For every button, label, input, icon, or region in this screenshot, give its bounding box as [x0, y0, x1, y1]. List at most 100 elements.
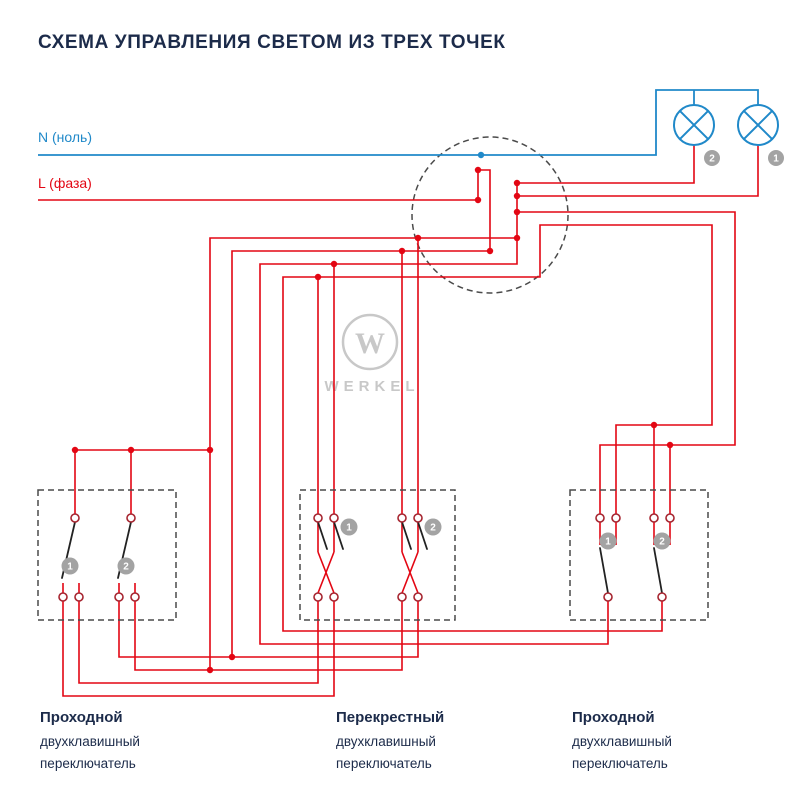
- wire-junction-dot: [650, 421, 658, 429]
- lamp-1-badge: 1: [768, 150, 784, 166]
- badge-circle: [340, 518, 358, 536]
- lamps: 2 1: [673, 104, 784, 166]
- wire-junction-dot: [474, 196, 482, 204]
- caption-title: Перекрестный: [336, 709, 444, 726]
- watermark-brand: WERKEL: [325, 378, 420, 395]
- phase-wiring: [38, 145, 759, 697]
- junction-box-circle: [411, 136, 569, 294]
- badge-circle: [117, 557, 135, 575]
- badge-number: 1: [605, 537, 611, 548]
- switch-2-box: [299, 489, 456, 621]
- wire-junction-dot: [513, 179, 521, 187]
- badge-number: 1: [67, 562, 73, 573]
- badge-number: 1: [773, 154, 779, 165]
- badge-circle: [653, 532, 671, 550]
- terminal: [603, 592, 613, 602]
- wire-junction-dot: [414, 234, 422, 242]
- caption-line: двухклавишный: [572, 734, 672, 749]
- phase-wires: [38, 145, 759, 697]
- badge-number: 2: [123, 562, 129, 573]
- wire-junction-dot: [330, 260, 338, 268]
- page-title: СХЕМА УПРАВЛЕНИЯ СВЕТОМ ИЗ ТРЕХ ТОЧЕК: [38, 32, 506, 53]
- badge-circle: [768, 150, 784, 166]
- switch-3-levers: [599, 547, 663, 594]
- switch-2-badge-1: 1: [340, 518, 358, 536]
- caption-line: двухклавишный: [40, 734, 140, 749]
- terminal: [665, 513, 675, 523]
- terminal: [413, 592, 423, 602]
- terminal: [413, 513, 423, 523]
- wire-junction-dot: [513, 234, 521, 242]
- wire-junction-dot: [666, 441, 674, 449]
- caption-line: двухклавишный: [336, 734, 436, 749]
- terminal: [74, 592, 84, 602]
- caption-line: переключатель: [40, 756, 136, 771]
- switch-2-caption: Перекрестный двухклавишный переключатель: [336, 709, 444, 771]
- badge-number: 1: [346, 523, 352, 534]
- terminal: [313, 513, 323, 523]
- lamp-1-icon: [737, 104, 779, 146]
- wire-junction-dot: [398, 247, 406, 255]
- lamp-cross-icon: [679, 110, 773, 140]
- terminal: [657, 592, 667, 602]
- wire-junction-dot: [71, 446, 79, 454]
- neutral-junction-dot: [477, 151, 485, 159]
- badge-number: 2: [709, 154, 715, 165]
- badge-number: 2: [430, 523, 436, 534]
- badge-circle: [424, 518, 442, 536]
- neutral-wiring: N (ноль): [38, 89, 759, 159]
- switch-3-box: [569, 489, 709, 621]
- badge-circle: [61, 557, 79, 575]
- switch-1-badge-1: 1: [61, 557, 79, 575]
- caption-line: переключатель: [336, 756, 432, 771]
- wire-junction-dot: [486, 247, 494, 255]
- switch-1-box: [37, 489, 177, 621]
- wire-junction-dot: [474, 166, 482, 174]
- terminal: [114, 592, 124, 602]
- terminal: [397, 592, 407, 602]
- switch-3: 1 2: [569, 489, 709, 621]
- switch-1-caption: Проходной двухклавишный переключатель: [40, 709, 140, 771]
- terminal: [329, 513, 339, 523]
- wire-junction-dot: [513, 208, 521, 216]
- switch-3-badge-1: 1: [599, 532, 617, 550]
- neutral-wire: [38, 89, 759, 156]
- badge-circle: [704, 150, 720, 166]
- watermark-logo-circle: [341, 313, 399, 371]
- badge-number: 2: [659, 537, 665, 548]
- wire-junction-dot: [314, 273, 322, 281]
- caption-title: Проходной: [40, 709, 123, 726]
- terminal: [595, 513, 605, 523]
- phase-label: L (фаза): [38, 175, 92, 191]
- switch-2: 1 2: [299, 489, 456, 621]
- switch-1: 1 2: [37, 489, 177, 621]
- connection-dots: [71, 166, 674, 674]
- switch-3-caption: Проходной двухклавишный переключатель: [572, 709, 672, 771]
- caption-title: Проходной: [572, 709, 655, 726]
- wire-junction-dot: [127, 446, 135, 454]
- wire-junction-dot: [206, 666, 214, 674]
- lamp-2-badge: 2: [704, 150, 720, 166]
- terminal: [611, 513, 621, 523]
- caption-line: переключатель: [572, 756, 668, 771]
- werkel-watermark: W WERKEL: [325, 313, 420, 395]
- switch-2-badge-2: 2: [424, 518, 442, 536]
- wire-junction-dot: [513, 192, 521, 200]
- neutral-label: N (ноль): [38, 129, 92, 145]
- badge-circle: [599, 532, 617, 550]
- terminal: [130, 592, 140, 602]
- lamp-2-icon: [673, 104, 715, 146]
- terminal: [126, 513, 136, 523]
- terminal: [70, 513, 80, 523]
- wire-junction-dot: [206, 446, 214, 454]
- switch-2-levers: [317, 521, 428, 550]
- watermark-monogram: W: [355, 327, 385, 360]
- terminal: [397, 513, 407, 523]
- terminal: [649, 513, 659, 523]
- switch-1-badge-2: 2: [117, 557, 135, 575]
- terminal: [329, 592, 339, 602]
- terminal: [313, 592, 323, 602]
- switch-3-badge-2: 2: [653, 532, 671, 550]
- wire-junction-dot: [228, 653, 236, 661]
